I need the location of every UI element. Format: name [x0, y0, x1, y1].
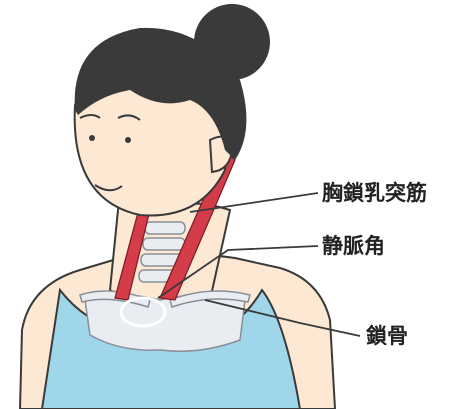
vertebra	[143, 238, 185, 250]
hair-bun	[194, 4, 270, 80]
eye	[89, 135, 95, 141]
head	[75, 4, 270, 215]
eye	[125, 137, 131, 143]
label-clavicle: 鎖骨	[366, 324, 408, 348]
vertebra	[145, 222, 185, 234]
clavicle-ribs	[80, 291, 250, 351]
label-venous-angle: 静脈角	[322, 234, 385, 258]
label-sternocleidomastoid: 胸鎖乳突筋	[322, 181, 427, 205]
